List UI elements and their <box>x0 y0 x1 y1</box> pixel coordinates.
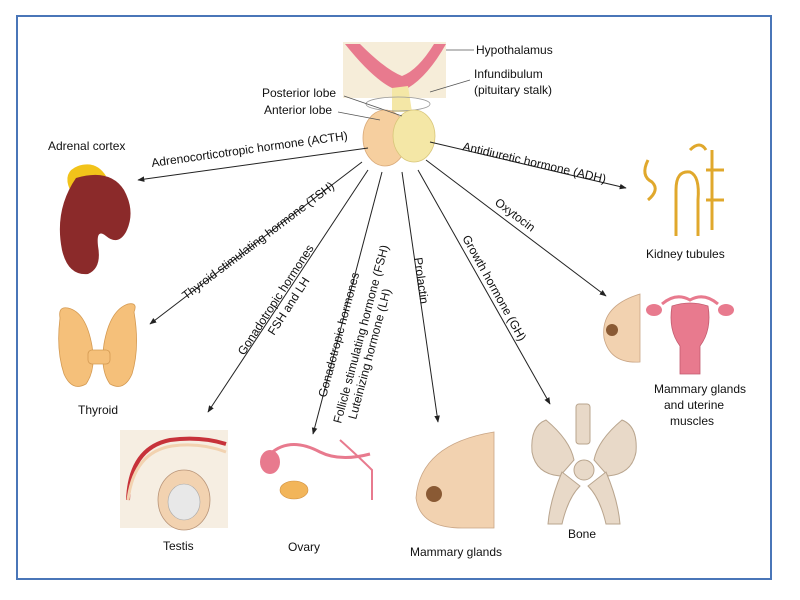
thyroid-illustration <box>58 303 137 387</box>
hypothalamus-shape <box>345 44 446 90</box>
arrow-gh <box>417 169 551 405</box>
arrow-gonado-ovary <box>311 171 383 435</box>
bone-label: Bone <box>568 527 596 541</box>
kidney-tubules-label: Kidney tubules <box>646 247 725 261</box>
mammary-illustration <box>415 431 495 529</box>
arrow-prolactin <box>401 171 440 423</box>
mammary-uterine-label-3: muscles <box>670 414 714 428</box>
thyroid-label: Thyroid <box>78 403 118 417</box>
posterior-lobe-label: Posterior lobe <box>262 86 336 100</box>
prolactin-label: Prolactin <box>411 256 431 304</box>
infundibulum-label: Infundibulum <box>474 67 543 81</box>
pituitary-illustration <box>343 42 446 167</box>
acth-label: Adrenocorticotropic hormone (ACTH) <box>150 129 348 170</box>
kidney-shape <box>59 174 131 275</box>
infundibulum-leader <box>429 79 471 93</box>
hypothalamus-label: Hypothalamus <box>476 43 553 57</box>
mammary-uterine-label-1: Mammary glands <box>654 382 746 396</box>
kidney-tubules-illustration <box>643 143 724 236</box>
testis-label: Testis <box>163 539 194 553</box>
ovary-illustration <box>260 439 373 500</box>
ovary-label: Ovary <box>288 540 320 554</box>
anterior-lobe-leader <box>337 111 381 121</box>
mammary-uterus-illustration <box>603 293 734 375</box>
infundibulum-shape <box>392 86 412 112</box>
arrow-adh <box>429 141 627 190</box>
mammary-glands-label: Mammary glands <box>410 545 502 559</box>
adrenal-cortex-label: Adrenal cortex <box>48 139 125 153</box>
mammary-uterine-label-2: and uterine <box>664 398 724 412</box>
gh-label: Growth hormone (GH) <box>459 233 529 344</box>
arrow-tsh <box>149 161 363 325</box>
adh-label: Antidiuretic hormone (ADH) <box>461 139 607 186</box>
arrow-oxytocin <box>425 159 607 297</box>
posterior-lobe-leader <box>343 95 403 117</box>
posterior-lobe-shape <box>392 109 436 163</box>
arrow-gonado-testis <box>207 169 369 413</box>
pelvis-illustration <box>531 403 637 525</box>
kidney-adrenal-illustration <box>59 164 131 275</box>
anterior-lobe-label: Anterior lobe <box>264 103 332 117</box>
gonado-testis-label-1: Gonadotropic hormones <box>235 242 317 358</box>
infundibulum-sub-label: (pituitary stalk) <box>474 83 552 97</box>
arrow-acth <box>137 147 369 182</box>
tsh-label: Thyroid stimulating hormone (TSH) <box>179 179 337 303</box>
testis-illustration <box>120 430 228 531</box>
